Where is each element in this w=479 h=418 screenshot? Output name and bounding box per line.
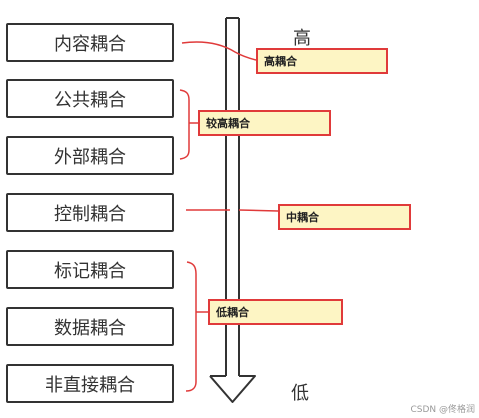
annotation-higher: 较高耦合	[198, 110, 331, 136]
connector-content	[181, 41, 257, 61]
bracket-low	[185, 261, 197, 392]
watermark: CSDN @佟格润	[410, 405, 475, 415]
bracket-common-external	[179, 89, 190, 160]
box-common-coupling: 公共耦合	[6, 79, 174, 118]
box-content-coupling: 内容耦合	[6, 23, 174, 62]
annotation-high: 高耦合	[256, 48, 388, 74]
box-stamp-coupling: 标记耦合	[6, 250, 174, 289]
box-indirect-coupling: 非直接耦合	[6, 364, 174, 403]
annotation-medium: 中耦合	[278, 204, 411, 230]
box-control-coupling: 控制耦合	[6, 193, 174, 232]
connector-control	[186, 209, 279, 212]
arrow-head	[209, 375, 256, 403]
level-low-label: 低	[291, 383, 309, 404]
level-high-label: 高	[293, 28, 311, 49]
box-external-coupling: 外部耦合	[6, 136, 174, 175]
annotation-low: 低耦合	[208, 299, 343, 325]
box-data-coupling: 数据耦合	[6, 307, 174, 346]
